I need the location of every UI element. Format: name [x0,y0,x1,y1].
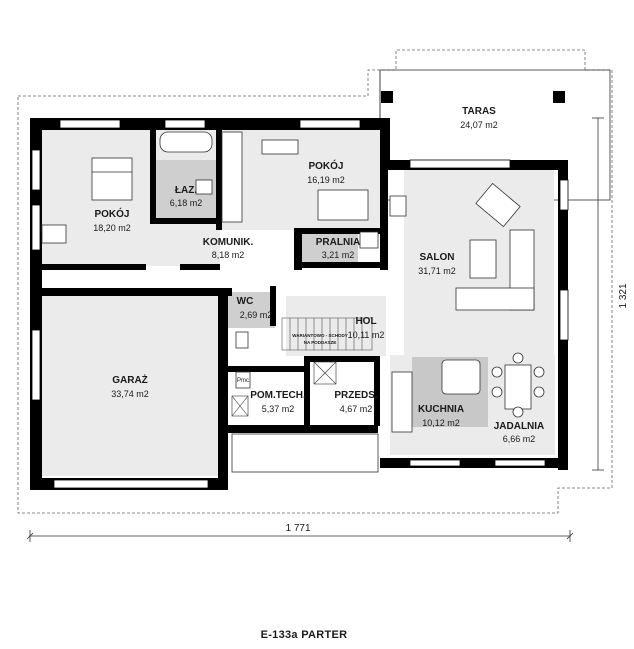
appliance-label: Pmc [237,378,249,384]
room-area-pomtech: 5,37 m2 [262,404,295,414]
sofa-seat [455,287,535,311]
toilet-lazienka [195,179,213,195]
windows [31,119,569,489]
room-name-wc: WC [237,296,254,307]
room-area-przeds: 4,67 m2 [340,404,373,414]
room-area-pralnia: 3,21 m2 [322,250,355,260]
kitchen-counter [391,371,413,433]
stairs-note-line1: WARIANTOWO - SCHODY [292,333,347,338]
room-name-pokoj1: POKÓJ [94,207,129,220]
room-name-pralnia: PRALNIA [316,237,360,248]
room-area-hol: 10,11 m2 [348,330,385,340]
room-name-pokoj2: POKÓJ [308,159,343,172]
room-name-komunik: KOMUNIK. [203,237,254,248]
room-area-pokoj1: 18,20 m2 [93,223,131,233]
width-dimension-label: 1 771 [285,523,310,534]
furniture [41,131,545,433]
room-name-garaz: GARAŻ [112,373,148,386]
room-area-jadalnia: 6,66 m2 [503,434,536,444]
dining-chair [491,386,503,398]
depth-dimension [592,117,604,471]
room-labels: TARAS 24,07 m2 ŁAZ. 6,18 m2 POKÓJ 18,20 … [93,106,544,444]
bed-pokoj1 [91,157,133,201]
wc-toilet [235,331,249,349]
room-name-przeds: PRZEDS. [334,390,378,401]
room-name-lazienka: ŁAZ. [175,185,197,196]
armchair [475,182,521,228]
kitchen-island [441,359,481,395]
room-name-taras: TARAS [462,106,496,117]
boiler [235,371,251,389]
drawing-title: E-133a PARTER [261,629,348,641]
interior-walls [42,130,388,426]
room-name-pomtech: POM.TECH. [250,390,306,401]
room-area-taras: 24,07 m2 [460,120,498,130]
fireplace [389,195,407,217]
room-area-pokoj2: 16,19 m2 [307,175,345,185]
terrace-post [381,91,393,103]
room-name-hol: HOL [355,316,376,327]
room-name-salon: SALON [420,252,455,263]
dining-chair [512,406,524,418]
washing-machine [359,231,379,249]
desk-pokoj1 [41,224,67,244]
room-area-lazienka: 6,18 m2 [170,198,203,208]
terrace-post [553,91,565,103]
dining-chair [533,386,545,398]
depth-dimension-label: 1 321 [618,283,629,308]
dining-chair [512,352,524,364]
room-name-kuchnia: KUCHNIA [418,404,464,415]
coffee-table [469,239,497,279]
room-area-komunik: 8,18 m2 [212,250,245,260]
desk-pokoj2 [261,139,299,155]
room-name-jadalnia: JADALNIA [494,421,545,432]
wardrobe [221,131,243,223]
room-area-salon: 31,71 m2 [418,266,456,276]
dining-table [504,364,532,410]
shaft-crosses [231,361,337,417]
bed-pokoj2 [317,189,369,221]
width-dimension [26,530,574,542]
bathtub [159,131,213,153]
stairs-note-line2: NA PODDASZE [304,340,337,345]
stairs [281,317,373,351]
dining-chair [491,366,503,378]
dining-chair [533,366,545,378]
room-area-garaz: 33,74 m2 [111,389,149,399]
entrance-canopy [231,433,379,473]
room-area-wc: 2,69 m2 [240,310,273,320]
room-area-kuchnia: 10,12 m2 [422,418,460,428]
